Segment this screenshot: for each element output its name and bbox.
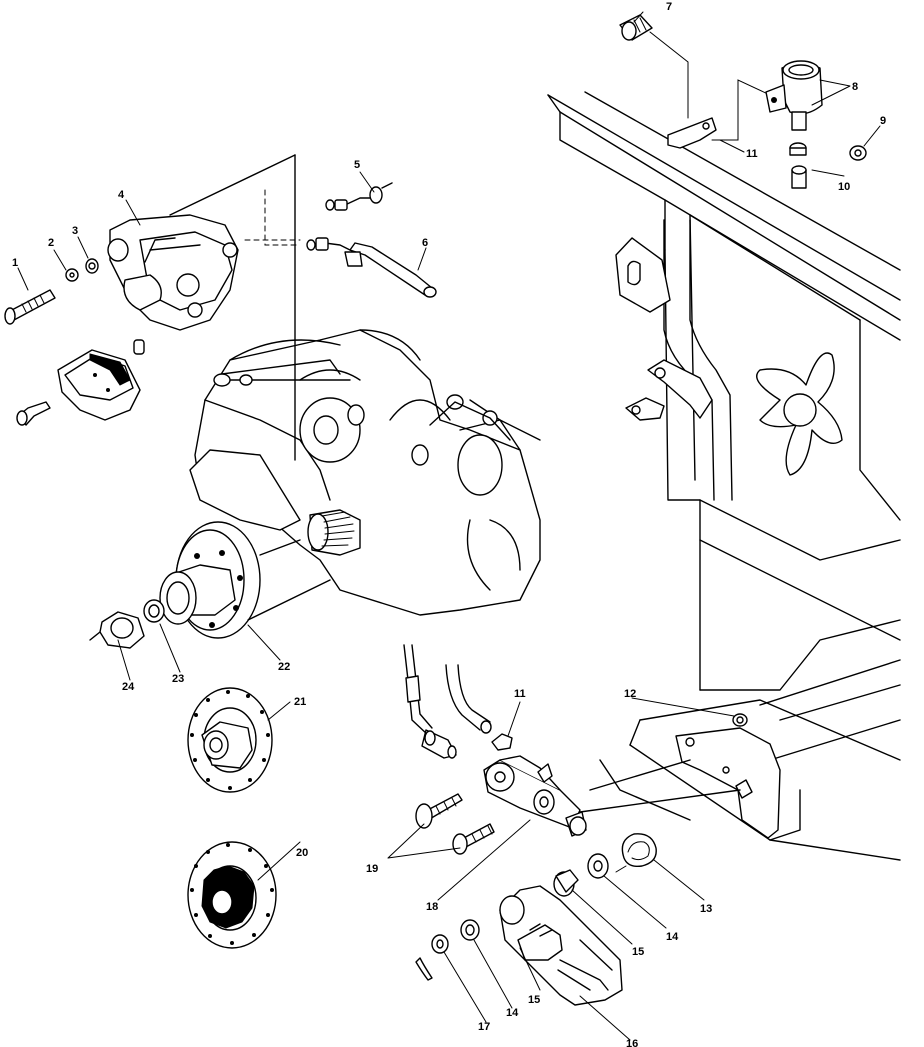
brake-line-fittings	[306, 182, 437, 298]
callout-9: 9	[880, 115, 886, 127]
callout-19: 19	[366, 863, 378, 875]
mounting-plate-outline	[169, 154, 301, 461]
brake-disc-20	[187, 841, 277, 949]
callout-3: 3	[72, 225, 78, 237]
callout-18: 18	[426, 901, 438, 913]
vehicle-frame	[547, 91, 901, 861]
brake-caliper	[16, 214, 239, 426]
callout-17: 17	[478, 1021, 490, 1033]
brake-pedal-assembly	[403, 644, 781, 1006]
callout-5: 5	[354, 159, 360, 171]
callout-14-right: 14	[666, 931, 679, 943]
brake-rotor-hub	[89, 521, 331, 649]
caliper-bolt-and-washers	[4, 258, 99, 325]
callout-15-right: 15	[632, 946, 644, 958]
callout-16: 16	[626, 1038, 638, 1047]
leader-lines	[17, 11, 881, 1041]
callout-10: 10	[838, 181, 850, 193]
callout-7: 7	[666, 1, 672, 13]
callout-2: 2	[48, 237, 54, 249]
engine-housing	[189, 329, 541, 616]
callout-14-lower: 14	[506, 1007, 519, 1019]
brake-disc-21	[187, 687, 273, 793]
callout-6: 6	[422, 237, 428, 249]
callout-13: 13	[700, 903, 712, 915]
callout-1: 1	[12, 257, 18, 269]
callout-11-upper: 11	[746, 148, 758, 160]
callout-11-lower: 11	[514, 688, 526, 700]
callout-20: 20	[296, 847, 308, 859]
callout-4: 4	[118, 189, 125, 201]
callout-22: 22	[278, 661, 290, 673]
callout-23: 23	[172, 673, 184, 685]
callout-12: 12	[624, 688, 636, 700]
callout-21: 21	[294, 696, 306, 708]
master-cylinder-reservoir	[619, 14, 867, 189]
callout-24: 24	[122, 681, 135, 693]
callout-15-lower: 15	[528, 994, 540, 1006]
callout-8: 8	[852, 81, 858, 93]
callout-numbers: 1 2 3 4 5 6 7 8 9 10 11 11 12 13 14 14 1…	[12, 1, 886, 1047]
